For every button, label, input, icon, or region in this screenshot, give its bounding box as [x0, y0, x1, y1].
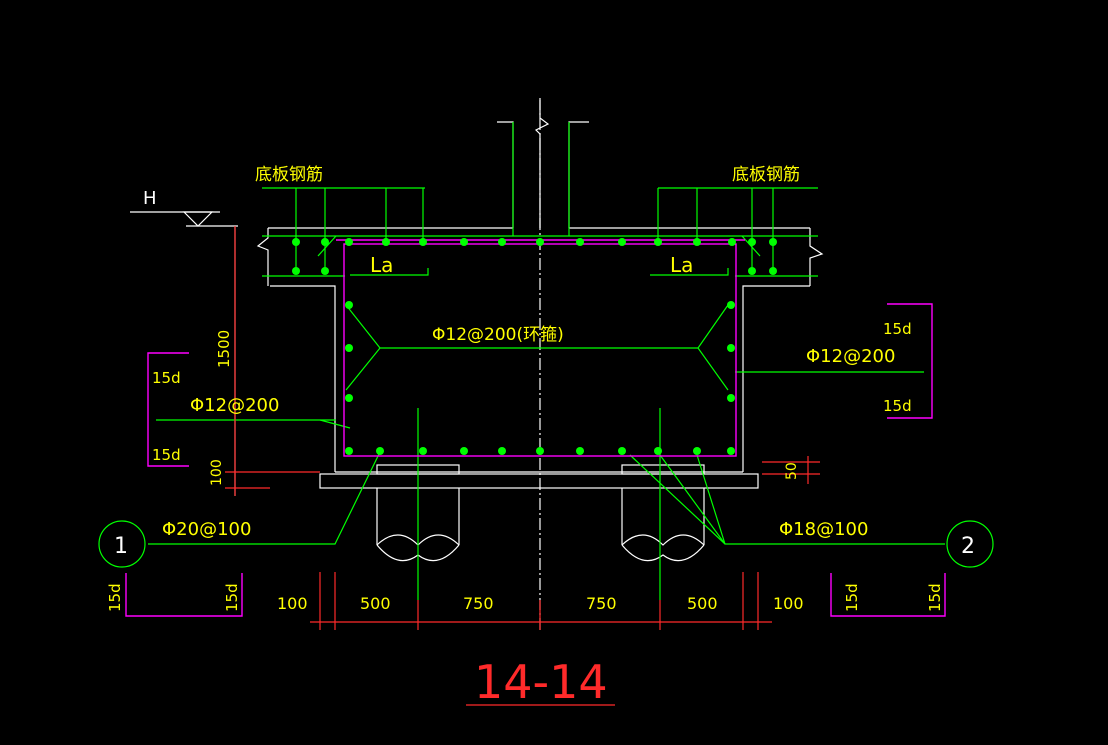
callout-1: 1 — [114, 534, 128, 559]
rebar-dot — [727, 394, 735, 402]
rebar-dot — [576, 238, 584, 246]
rebar-dot — [498, 238, 506, 246]
rebar-dot — [376, 447, 384, 455]
rebar-dot — [693, 447, 701, 455]
rebar-dot — [345, 447, 353, 455]
anchor-label: 15d — [843, 583, 861, 612]
callout-2: 2 — [961, 534, 975, 559]
dim-text: 500 — [360, 594, 391, 613]
rebar-dot — [576, 447, 584, 455]
anchor-label: 15d — [883, 397, 912, 415]
anchor-label: 15d — [152, 369, 181, 387]
stirrup-loop — [125, 239, 946, 617]
water-level-label: H — [143, 188, 157, 209]
rebar-dot — [345, 394, 353, 402]
anchor-label: 15d — [883, 320, 912, 338]
dimension-lines — [225, 226, 820, 706]
anchor-label: 15d — [926, 583, 944, 612]
dim-text: 500 — [687, 594, 718, 613]
dim-text: 750 — [586, 594, 617, 613]
rebar-dot — [769, 267, 777, 275]
rebar-lines — [98, 122, 994, 600]
bottom-bar-label-right: Φ18@100 — [779, 519, 868, 540]
rebar-dot — [769, 238, 777, 246]
dimension-100-vertical: 100 — [209, 459, 225, 486]
rebar-dot — [321, 238, 329, 246]
rebar-dot — [382, 238, 390, 246]
rebar-dot — [727, 447, 735, 455]
anchor-label: 15d — [152, 446, 181, 464]
concrete-outline — [130, 98, 824, 630]
rebar-dots — [292, 238, 777, 455]
rebar-dot — [536, 238, 544, 246]
dim-text: 100 — [277, 594, 308, 613]
rebar-dot — [536, 447, 544, 455]
rebar-dot — [460, 238, 468, 246]
rebar-dot — [345, 344, 353, 352]
rebar-dot — [654, 447, 662, 455]
rebar-dot — [693, 238, 701, 246]
rebar-dot — [618, 238, 626, 246]
dim-text: 100 — [773, 594, 804, 613]
rebar-dot — [618, 447, 626, 455]
annotation-text: 底板钢筋 底板钢筋 H La La Φ12@200(环箍) Φ12@200 Φ1… — [106, 165, 975, 709]
dimension-1500: 1500 — [215, 330, 233, 368]
rebar-dot — [727, 344, 735, 352]
rebar-dot — [292, 238, 300, 246]
rebar-dot — [460, 447, 468, 455]
la-label-left: La — [370, 253, 393, 277]
anchor-label: 15d — [223, 583, 241, 612]
rebar-dot — [345, 301, 353, 309]
rebar-dot — [748, 238, 756, 246]
rebar-dot — [498, 447, 506, 455]
anchor-label: 15d — [106, 583, 124, 612]
rebar-dot — [728, 238, 736, 246]
dimension-50: 50 — [784, 462, 800, 480]
section-title: 14-14 — [474, 655, 608, 709]
rebar-dot — [419, 238, 427, 246]
rebar-dot — [321, 267, 329, 275]
rebar-dot — [654, 238, 662, 246]
bottom-rebar-label-right: 底板钢筋 — [732, 165, 800, 185]
stirrup-label: Φ12@200(环箍) — [432, 325, 564, 345]
rebar-dot — [748, 267, 756, 275]
bottom-rebar-label-left: 底板钢筋 — [255, 165, 323, 185]
rebar-dot — [419, 447, 427, 455]
la-label-right: La — [670, 253, 693, 277]
rebar-dot — [292, 267, 300, 275]
bottom-bar-label-left: Φ20@100 — [162, 519, 251, 540]
rebar-dot — [727, 301, 735, 309]
side-bar-label-left: Φ12@200 — [190, 395, 279, 416]
rebar-dot — [345, 238, 353, 246]
side-bar-label-right: Φ12@200 — [806, 346, 895, 367]
dim-text: 750 — [463, 594, 494, 613]
